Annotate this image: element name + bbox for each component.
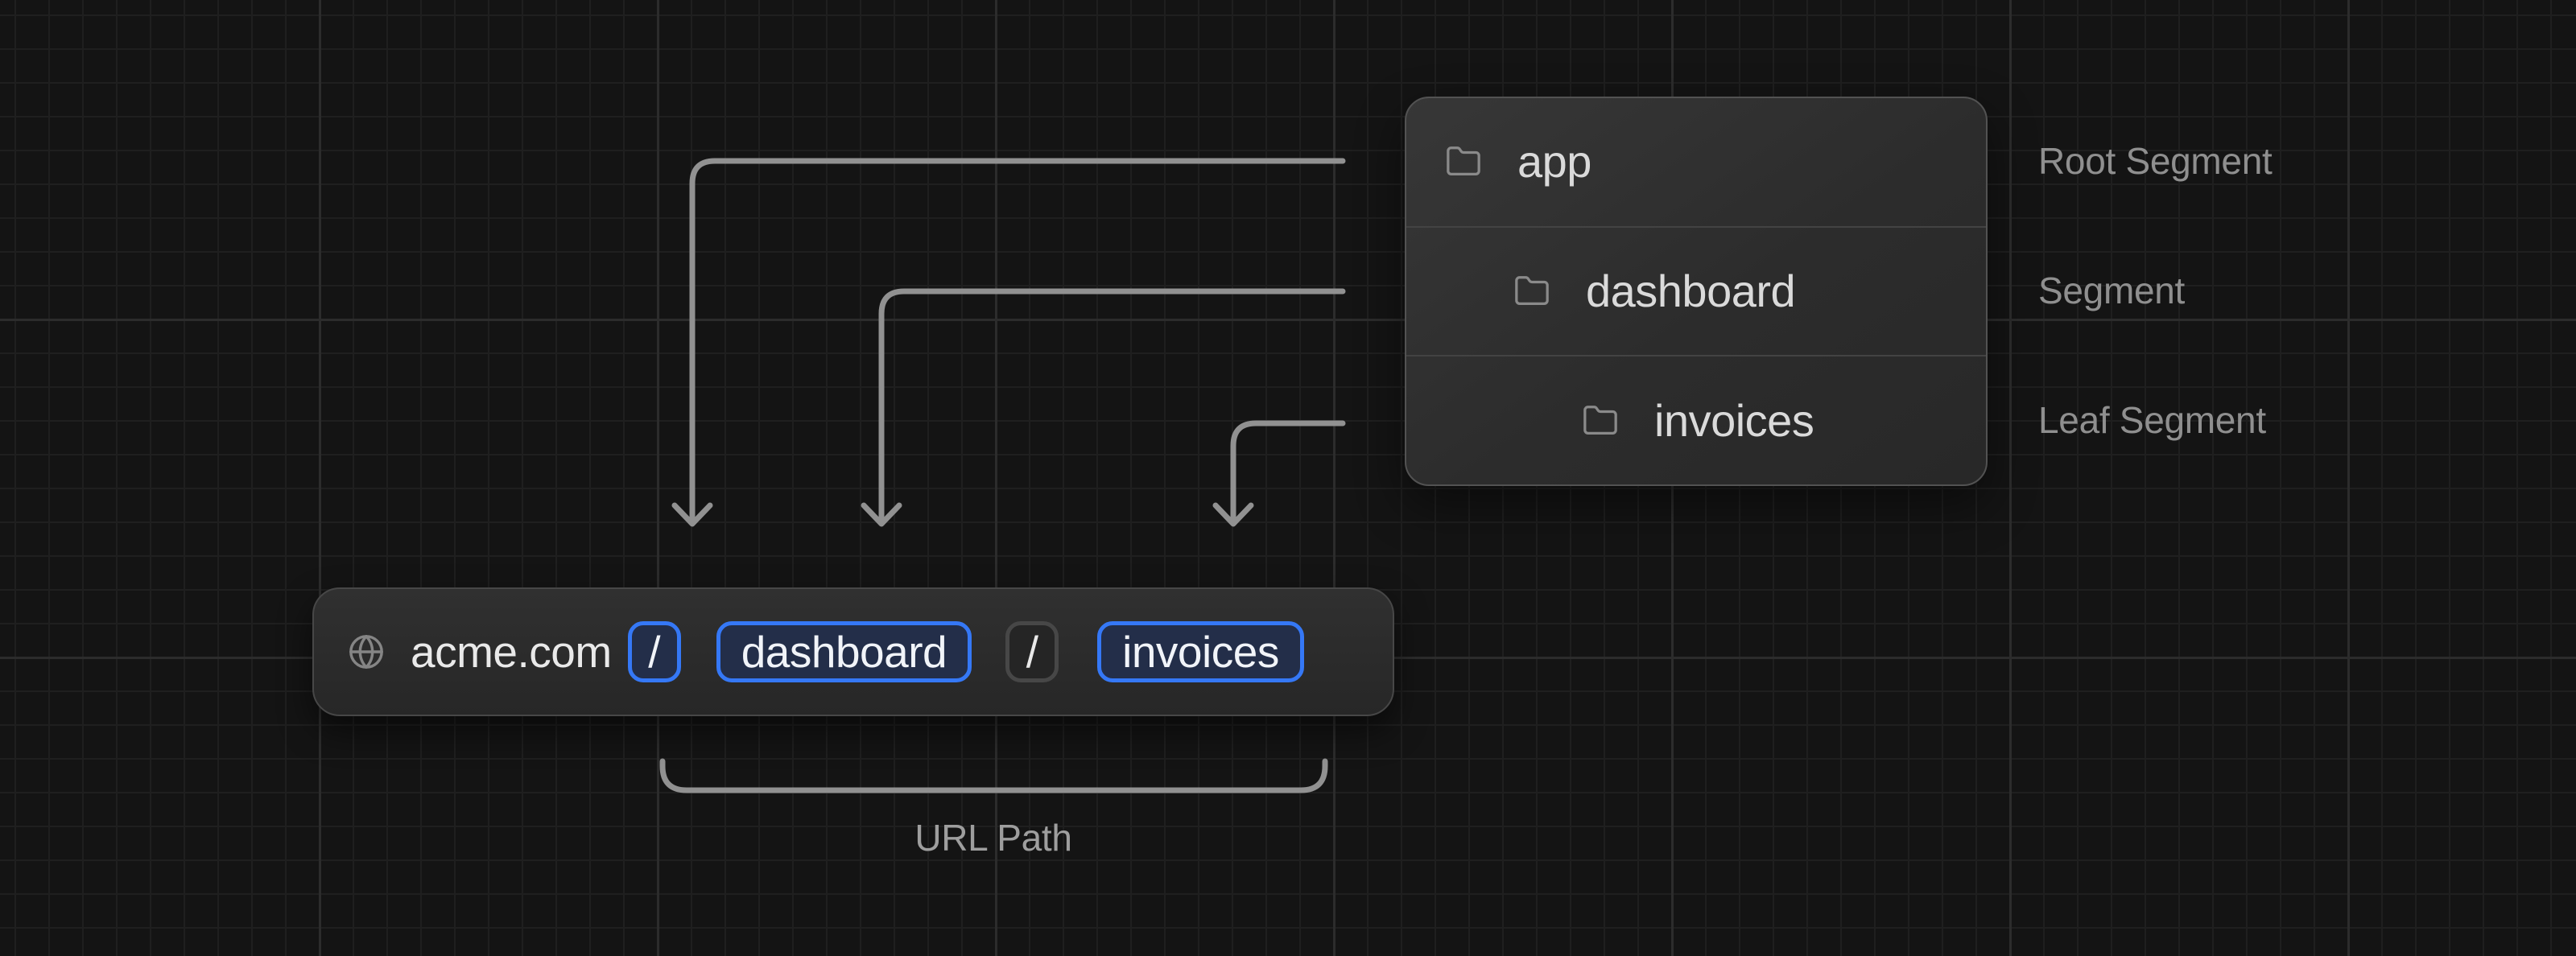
annotation-root-segment: Root Segment <box>2038 140 2273 182</box>
tree-row-dashboard: dashboard <box>1406 225 1986 356</box>
url-path-bracket <box>659 758 1328 793</box>
url-segment-invoices: invoices <box>1097 621 1304 682</box>
arrow-root-segment-to-url <box>671 158 1346 527</box>
url-segment-dashboard: dashboard <box>716 621 972 682</box>
url-bar: acme.com / dashboard / invoices <box>312 587 1394 716</box>
annotation-segment: Segment <box>2038 270 2186 311</box>
arrow-leaf-segment-to-url <box>1212 420 1346 527</box>
globe-icon <box>348 633 385 670</box>
folder-name: invoices <box>1654 394 1814 446</box>
folder-name: dashboard <box>1586 266 1796 316</box>
annotation-leaf-segment: Leaf Segment <box>2038 399 2266 441</box>
url-segment-slash-2: / <box>1005 621 1059 682</box>
tree-row-app: app <box>1406 98 1986 226</box>
arrow-segment-to-url <box>861 288 1346 527</box>
url-segment-slash-1: / <box>627 621 681 682</box>
url-path-label: URL Path <box>914 817 1072 859</box>
url-domain: acme.com <box>411 627 612 677</box>
file-tree-panel: app dashboard invoices <box>1405 97 1988 486</box>
folder-icon <box>1582 402 1619 439</box>
tree-row-invoices: invoices <box>1406 355 1986 484</box>
folder-name: app <box>1517 136 1591 187</box>
folder-icon <box>1445 143 1482 180</box>
folder-icon <box>1513 273 1550 310</box>
